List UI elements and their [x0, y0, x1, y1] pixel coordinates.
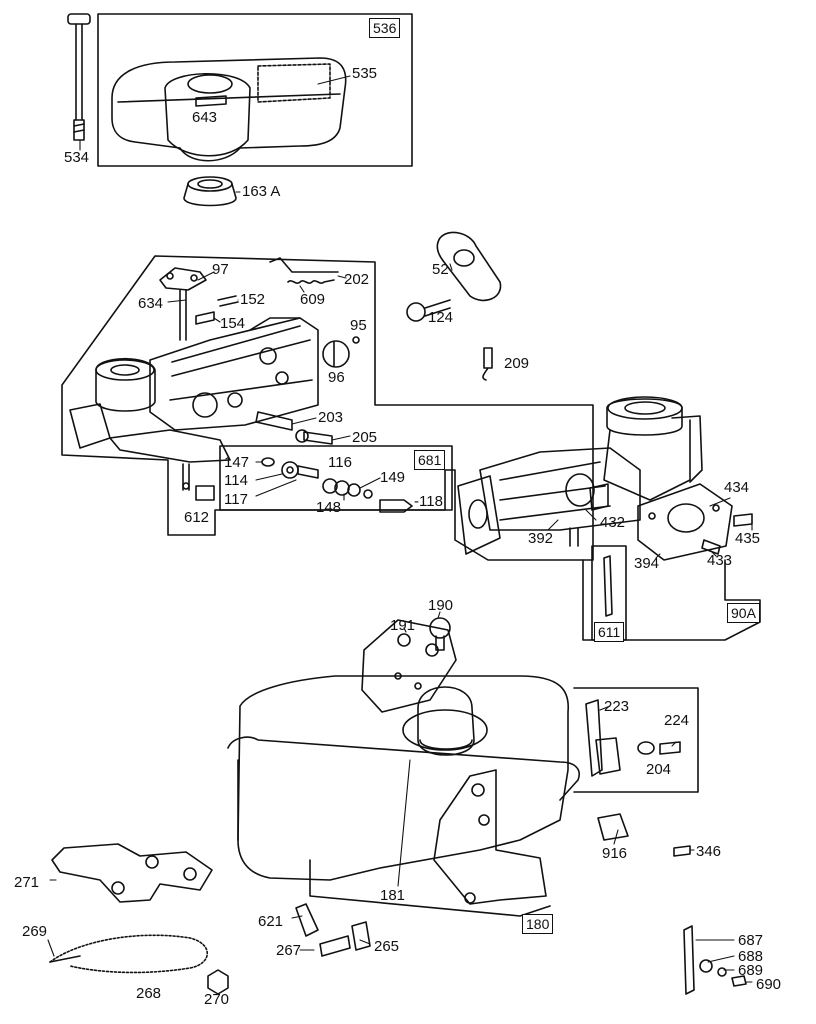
air-cleaner-box: [97, 13, 413, 167]
callout-433: 433: [707, 552, 733, 569]
callout-267: 267: [276, 942, 302, 959]
screw-124: [406, 302, 426, 322]
callout-118: -118: [414, 493, 443, 510]
control-lever-271: [51, 843, 213, 903]
screw-267: [319, 935, 351, 957]
callout-154: 154: [220, 315, 246, 332]
air-filter-element: [164, 73, 251, 157]
callout-265: 265: [374, 938, 400, 955]
callout-181: 181: [380, 887, 406, 904]
callout-690: 690: [756, 976, 782, 993]
callout-612: 612: [184, 509, 210, 526]
callout-224: 224: [664, 712, 690, 729]
callout-117: 117: [224, 491, 248, 508]
callout-534: 534: [64, 149, 90, 166]
callout-148: 148: [316, 499, 342, 516]
throttle-shaft: [159, 267, 207, 341]
callout-152: 152: [240, 291, 266, 308]
spacer-163a: [183, 176, 237, 207]
cable-268: [49, 934, 208, 974]
callout-916: 916: [602, 845, 628, 862]
fuel-pump-carburetor: [457, 396, 703, 555]
pin-209: [482, 347, 493, 381]
screw-190: [429, 617, 451, 639]
callout-163a: 163 A: [242, 183, 281, 200]
callout-634: 634: [138, 295, 164, 312]
box-90a: [582, 559, 761, 641]
callout-643: 643: [192, 109, 218, 126]
screw-346: [673, 845, 691, 857]
callout-124: 124: [428, 309, 454, 326]
callout-223: 223: [604, 698, 630, 715]
callout-609: 609: [300, 291, 326, 308]
gasket-52: [436, 231, 502, 302]
governor-link: [269, 257, 339, 273]
callout-269: 269: [22, 923, 48, 940]
kit-box-681: [219, 445, 453, 511]
callout-180: 180: [522, 914, 554, 934]
callout-268: 268: [136, 985, 162, 1002]
bracket-687: [683, 925, 695, 995]
callout-346: 346: [696, 843, 722, 860]
gasket-191: [361, 619, 457, 713]
callout-190: 190: [428, 597, 454, 614]
carburetor-body: [69, 317, 319, 463]
callout-114: 114: [224, 472, 248, 489]
callout-149: 149: [380, 469, 406, 486]
callout-202: 202: [344, 271, 370, 288]
clip-621: [295, 903, 319, 937]
callout-535: 535: [352, 65, 378, 82]
callout-204: 204: [646, 761, 672, 778]
callout-147: 147: [224, 454, 250, 471]
bracket-box: [573, 687, 699, 793]
callout-203: 203: [318, 409, 344, 426]
callout-681: 681: [414, 450, 446, 470]
callout-116: 116: [328, 454, 352, 471]
nut-270: [207, 969, 229, 995]
callout-95: 95: [350, 317, 367, 334]
callout-205: 205: [352, 429, 378, 446]
callout-689: 689: [738, 962, 764, 979]
fuel-tank: [227, 617, 580, 917]
screw-534: [67, 13, 91, 141]
callout-209: 209: [504, 355, 530, 372]
switch-916: [597, 813, 629, 841]
tank-bracket: [433, 769, 547, 905]
spring-609: [287, 279, 335, 284]
callout-97: 97: [212, 261, 229, 278]
callout-52: 52: [432, 261, 449, 278]
callout-434: 434: [724, 479, 750, 496]
callout-90a: 90A: [727, 603, 760, 623]
choke-plate-96: [322, 340, 350, 368]
callout-432: 432: [600, 514, 626, 531]
callout-392: 392: [528, 530, 554, 547]
air-cleaner-cover: [111, 57, 347, 162]
callout-191: 191: [390, 617, 416, 634]
kit-parts: [261, 457, 413, 513]
callout-270: 270: [204, 991, 230, 1008]
callout-688: 688: [738, 948, 764, 965]
carburetor-outline: [61, 255, 594, 561]
clamp-265: [351, 921, 371, 951]
callout-621: 621: [258, 913, 284, 930]
callout-687: 687: [738, 932, 764, 949]
leader-lines: [47, 75, 753, 983]
callout-271: 271: [14, 874, 40, 891]
fuel-pump-394: [637, 483, 733, 561]
callout-611: 611: [594, 622, 625, 642]
callout-536: 536: [369, 18, 401, 38]
air-cleaner-group: [67, 13, 413, 207]
callout-394: 394: [634, 555, 660, 572]
callout-435: 435: [735, 530, 761, 547]
callout-96: 96: [328, 369, 345, 386]
